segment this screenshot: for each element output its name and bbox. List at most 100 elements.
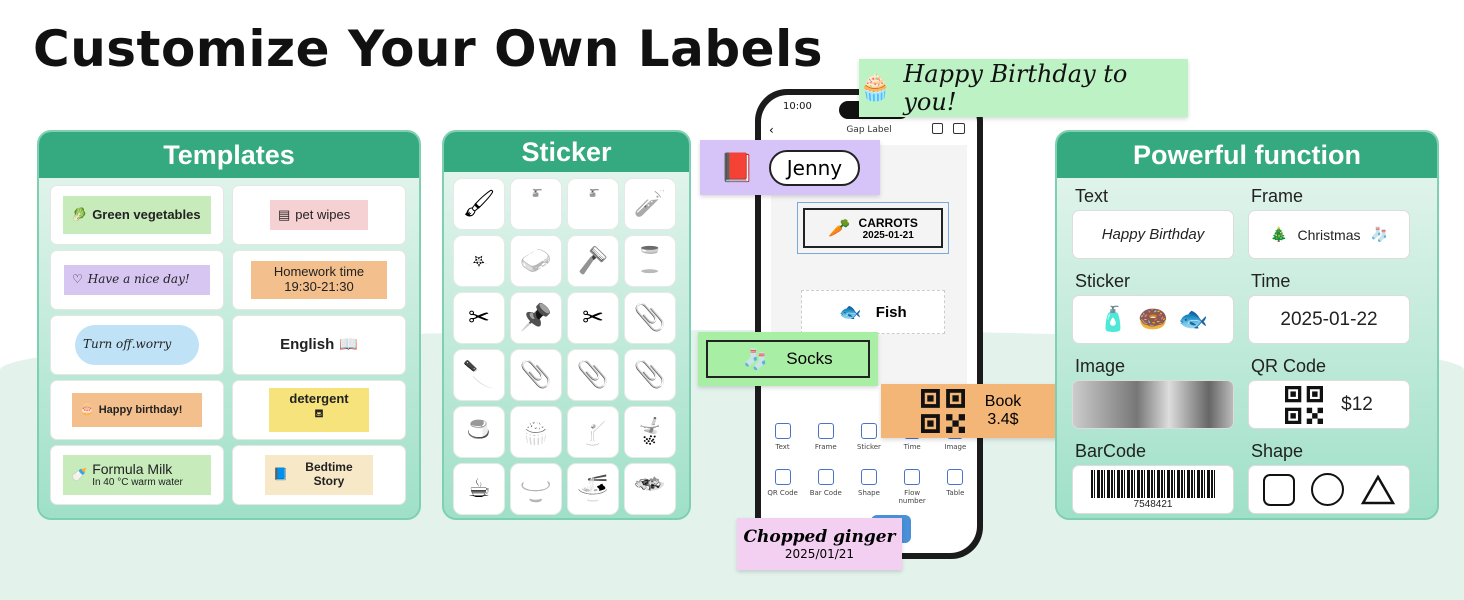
- sticker-cell[interactable]: 🖌: [454, 179, 504, 229]
- qr-code-icon: [920, 389, 965, 433]
- razor-icon: 🪒: [576, 246, 610, 276]
- template-subtext: In 40 °C warm water: [92, 477, 183, 489]
- carrot-icon: 🥕: [828, 217, 851, 239]
- sticker-cell[interactable]: 🍮: [454, 407, 504, 457]
- page-title: Customize Your Own Labels: [33, 20, 823, 78]
- qr-price: $12: [1341, 393, 1373, 415]
- back-icon[interactable]: ‹: [769, 123, 774, 137]
- bottle-icon: 🍼: [71, 466, 88, 482]
- tool-qr-code[interactable]: QR Code: [763, 469, 803, 505]
- rice-bowl-icon: 🍚: [519, 474, 553, 504]
- book-text: Book: [984, 393, 1022, 410]
- sticker-cell[interactable]: 📎: [511, 350, 561, 400]
- template-text: Formula Milk: [92, 461, 173, 478]
- tool-label: QR Code: [767, 489, 798, 497]
- function-shape[interactable]: Shape: [1249, 439, 1409, 518]
- sticker-cell[interactable]: 🧴: [511, 179, 561, 229]
- function-text[interactable]: Text Happy Birthday: [1073, 184, 1233, 269]
- sticker-cell[interactable]: 🧴: [568, 179, 618, 229]
- sticker-cell[interactable]: 🧁: [511, 407, 561, 457]
- sticker-cell[interactable]: 🫙: [625, 236, 675, 286]
- sticker-cell[interactable]: 📌: [511, 293, 561, 343]
- sticker-cell[interactable]: 🥗: [625, 464, 675, 514]
- template-homework[interactable]: Homework time 19:30-21:30: [233, 251, 405, 309]
- sticker-cell[interactable]: ☕: [454, 464, 504, 514]
- sticker-cell[interactable]: 🧪: [625, 179, 675, 229]
- sticker-panel: Sticker 🖌🧴🧴🧪🌸🧼🪒🫙✂📌✂📎🔪📎📎📎🍮🧁🍸🧋☕🍚🍜🥗: [442, 130, 691, 520]
- function-image[interactable]: Image: [1073, 354, 1233, 439]
- function-qr-code[interactable]: QR Code $12: [1249, 354, 1409, 439]
- tool-label: Table: [946, 489, 965, 497]
- tool-flow-number[interactable]: Flow number: [892, 469, 932, 505]
- sticker-cell[interactable]: 📎: [625, 293, 675, 343]
- template-happy-birthday[interactable]: 🎂 Happy birthday!: [51, 381, 223, 439]
- sticker-cell[interactable]: 🍚: [511, 464, 561, 514]
- sticker-cell[interactable]: 🍸: [568, 407, 618, 457]
- tool-label: Frame: [814, 443, 837, 451]
- status-time: 10:00: [783, 101, 812, 112]
- print-icon[interactable]: [953, 123, 965, 134]
- template-text: Homework time 19:30-21:30: [273, 264, 365, 294]
- cream-bottle-icon: 🧴: [576, 189, 610, 219]
- tool-shape[interactable]: Shape: [849, 469, 889, 505]
- ginger-date: 2025/01/21: [784, 547, 855, 561]
- carrots-label[interactable]: 🥕 CARROTS 2025-01-21: [797, 202, 949, 254]
- fish-label[interactable]: 🐟 Fish: [801, 290, 945, 334]
- template-green-vegetables[interactable]: 🥬 Green vegetables: [51, 186, 223, 244]
- skincare-set-icon: 🧼: [519, 246, 553, 276]
- template-english[interactable]: English 📖: [233, 316, 405, 374]
- sticker-cell[interactable]: 🪒: [568, 236, 618, 286]
- sticker-cell[interactable]: ✂: [454, 293, 504, 343]
- sticker-cell[interactable]: 🧋: [625, 407, 675, 457]
- tool-sticker[interactable]: Sticker: [849, 423, 889, 451]
- qr-code-icon: [1285, 385, 1324, 424]
- function-sticker[interactable]: Sticker 🧴 🍩 🐟: [1073, 269, 1233, 354]
- text-sample: Happy Birthday: [1073, 211, 1233, 258]
- sticker-cell[interactable]: 🌸: [454, 236, 504, 286]
- save-icon[interactable]: [932, 123, 943, 134]
- sticker-cell[interactable]: 🍜: [568, 464, 618, 514]
- stocking-icon: 🧦: [1370, 226, 1388, 242]
- tool-bar-code[interactable]: Bar Code: [806, 469, 846, 505]
- tool-table[interactable]: Table: [935, 469, 975, 505]
- jenny-text: Jenny: [786, 155, 843, 180]
- function-time[interactable]: Time 2025-01-22: [1249, 269, 1409, 354]
- pudding-icon: 🍮: [462, 417, 496, 447]
- template-pet-wipes[interactable]: ▤ pet wipes: [233, 186, 405, 244]
- template-bedtime-story[interactable]: 📘 Bedtime Story: [233, 446, 405, 504]
- ginger-text: Chopped ginger: [743, 527, 896, 547]
- templates-title: Templates: [39, 132, 419, 178]
- carrots-title: CARROTS: [858, 215, 918, 230]
- flow-number-icon: [904, 469, 921, 485]
- stapler-icon: 📎: [519, 360, 553, 390]
- sticker-title: Sticker: [444, 132, 689, 172]
- tool-text[interactable]: Text: [763, 423, 803, 451]
- function-frame[interactable]: Frame 🎄 Christmas 🧦: [1249, 184, 1409, 269]
- cream-jar-icon: 🫙: [633, 246, 667, 276]
- template-nice-day[interactable]: ♡ Have a nice day!: [51, 251, 223, 309]
- template-turn-off-worry[interactable]: Turn off.worry: [51, 316, 223, 374]
- sticker-cell[interactable]: 📎: [568, 350, 618, 400]
- sticker-cell[interactable]: ✂: [568, 293, 618, 343]
- cosmetics-icon: 🧴: [1098, 306, 1129, 333]
- tool-frame[interactable]: Frame: [806, 423, 846, 451]
- sticker-cell[interactable]: 🔪: [454, 350, 504, 400]
- function-barcode[interactable]: BarCode 7548421: [1073, 439, 1233, 518]
- frame-sample: Christmas: [1297, 226, 1361, 243]
- bar-code-icon: [817, 469, 834, 485]
- table-icon: [947, 469, 964, 485]
- birthday-text: Happy Birthday to you!: [903, 60, 1128, 116]
- template-detergent[interactable]: detergent ⛾: [233, 381, 405, 439]
- tool-label: Time: [903, 443, 921, 451]
- tool-label: Shape: [858, 489, 880, 497]
- templates-grid: 🥬 Green vegetables ▤ pet wipes ♡ Have a …: [39, 184, 419, 506]
- sticker-cell[interactable]: 📎: [625, 350, 675, 400]
- template-formula-milk[interactable]: 🍼 Formula Milk In 40 °C warm water: [51, 446, 223, 504]
- birthday-floating-label: 🧁 Happy Birthday to you!: [859, 59, 1188, 117]
- salad-bowl-icon: 🥗: [633, 474, 667, 504]
- tool-label: Text: [775, 443, 790, 451]
- screen-title: Gap Label: [846, 125, 892, 135]
- tool-label: Sticker: [856, 443, 881, 451]
- function-title: Powerful function: [1057, 132, 1437, 178]
- sticker-cell[interactable]: 🧼: [511, 236, 561, 286]
